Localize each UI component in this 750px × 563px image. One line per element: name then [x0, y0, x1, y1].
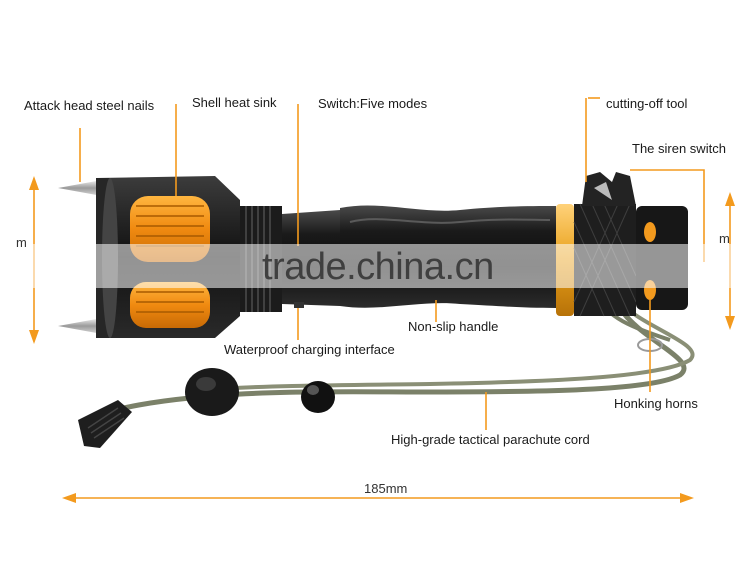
label-non-slip-handle: Non-slip handle: [408, 319, 499, 334]
label-waterproof-charging: Waterproof charging interface: [224, 342, 395, 357]
dimension-height-left: m: [16, 235, 27, 250]
label-attack-head: Attack head steel nails: [24, 98, 155, 113]
label-siren-switch: The siren switch: [632, 141, 726, 156]
watermark-band: [0, 244, 750, 288]
cord-end-tip: [78, 400, 132, 448]
dimension-height-right: m: [719, 231, 730, 246]
label-cutting-off-tool: cutting-off tool: [606, 96, 688, 111]
label-parachute-cord: High-grade tactical parachute cord: [391, 432, 590, 447]
label-switch-modes: Switch:Five modes: [318, 96, 428, 111]
label-shell-heat-sink: Shell heat sink: [192, 95, 277, 110]
dimension-length: 185mm: [364, 481, 408, 496]
watermark-text: trade.china.cn: [262, 246, 494, 288]
callout-lines: [29, 97, 735, 503]
label-honking-horns: Honking horns: [614, 396, 698, 411]
cord-lock: [185, 368, 335, 416]
